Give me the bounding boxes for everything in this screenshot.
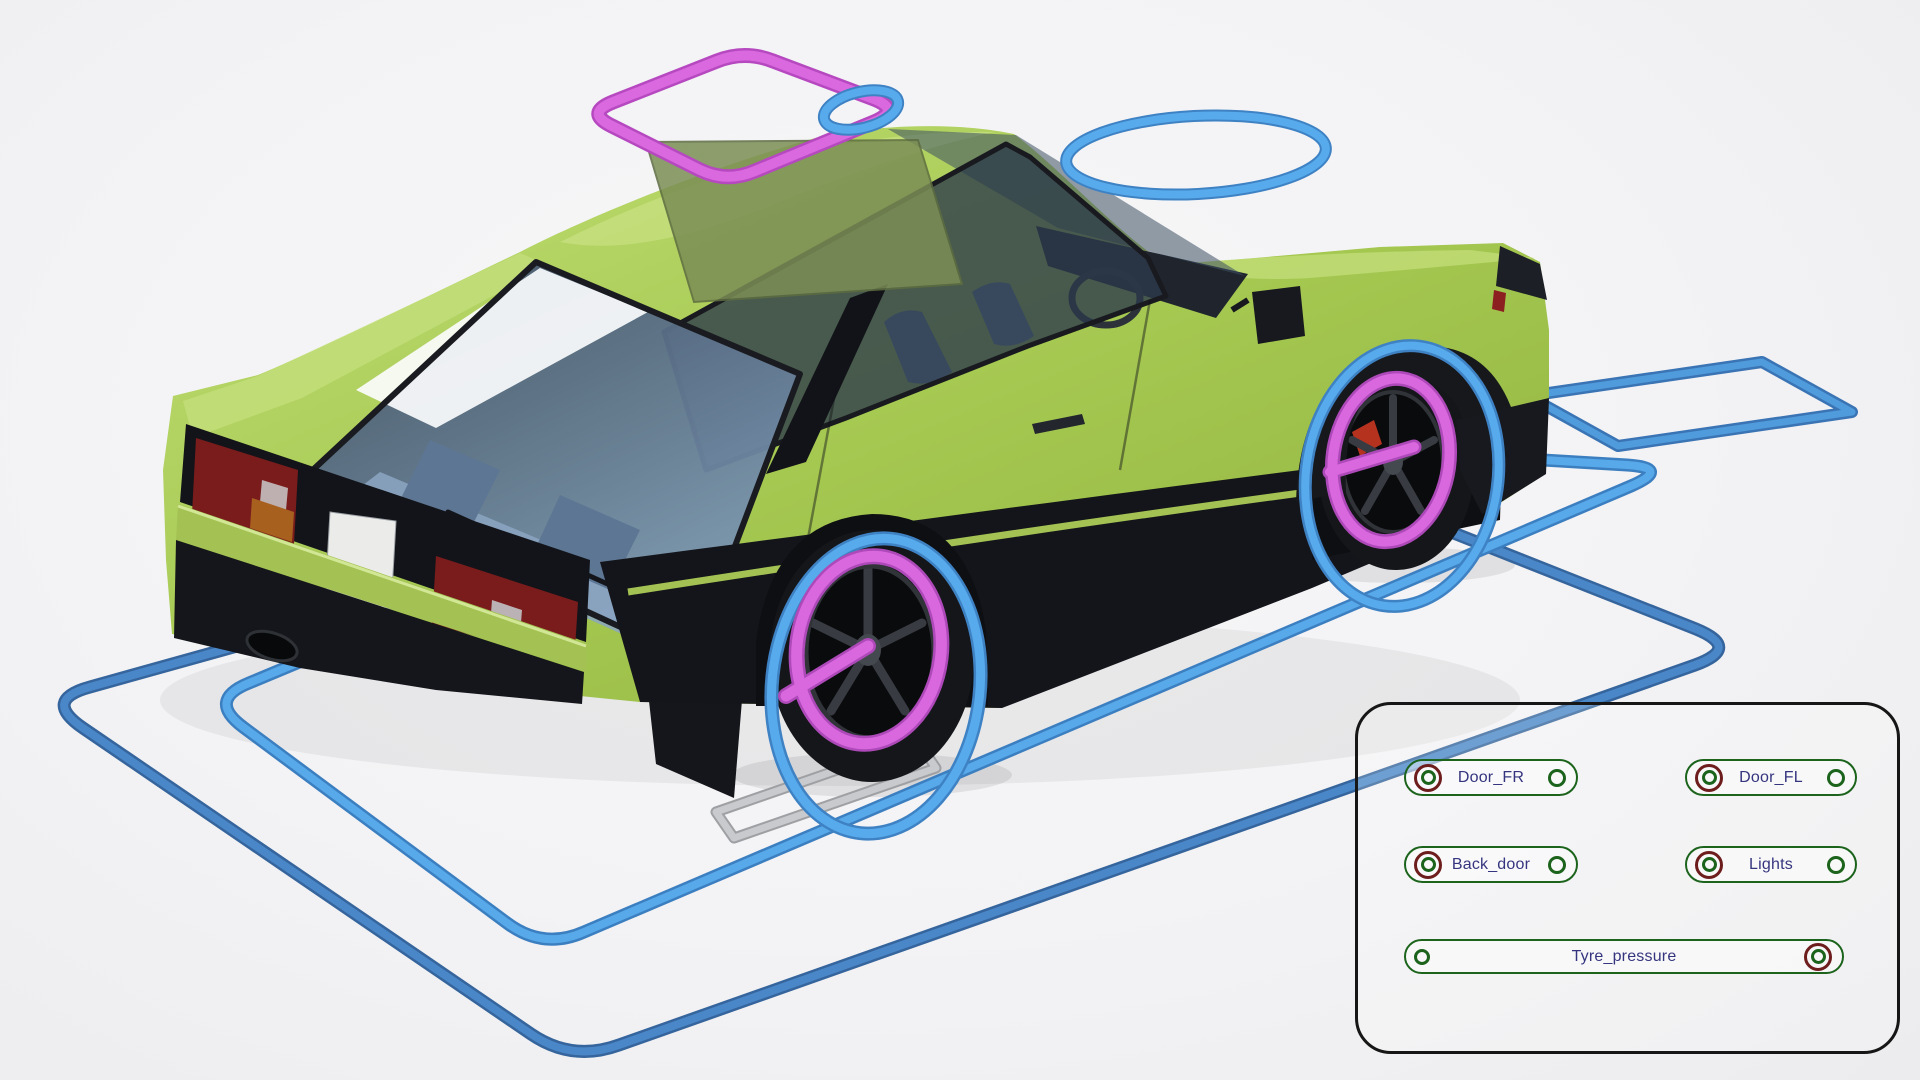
b-pillar xyxy=(766,284,888,474)
lights-indicator-icon xyxy=(1695,850,1723,879)
mud-flap xyxy=(648,692,742,798)
door-fr-toggle-icon[interactable] xyxy=(1548,768,1566,787)
door-handle[interactable] xyxy=(1032,414,1085,434)
lights-button[interactable]: Lights xyxy=(1685,846,1857,883)
door-fr-label: Door_FR xyxy=(1457,768,1525,786)
door-fr-indicator-icon xyxy=(1414,763,1442,792)
side-mirror xyxy=(1252,286,1305,344)
back-door-indicator-icon xyxy=(1414,850,1442,879)
back-door-label: Back_door xyxy=(1451,855,1531,873)
side-panel-outline[interactable] xyxy=(1522,356,1858,452)
door-fl-toggle-icon[interactable] xyxy=(1827,768,1845,787)
door-fl-button[interactable]: Door_FL xyxy=(1685,759,1857,796)
rear-wheel-ring[interactable] xyxy=(757,528,995,844)
tailgate-highlight xyxy=(183,253,549,438)
car-rear-panel xyxy=(174,424,742,798)
back-door-button[interactable]: Back_door xyxy=(1404,846,1578,883)
door-fl-indicator-icon xyxy=(1695,763,1723,792)
back-door-toggle-icon[interactable] xyxy=(1548,855,1566,874)
front-rim-ring[interactable] xyxy=(1322,370,1460,550)
lights-toggle-icon[interactable] xyxy=(1827,855,1845,874)
roof-large-ring[interactable] xyxy=(1060,109,1332,201)
rear-rim-ring[interactable] xyxy=(778,548,952,752)
tyre-pressure-button[interactable]: Tyre_pressure xyxy=(1404,939,1844,974)
front-wheel-ring[interactable] xyxy=(1289,333,1516,619)
lights-label: Lights xyxy=(1749,855,1793,873)
controls-panel: Door_FR Door_FL Back_door Lights Tyre_pr… xyxy=(1355,702,1900,1054)
tyre-pressure-indicator-icon xyxy=(1804,942,1832,971)
headlight xyxy=(1496,246,1547,300)
roof-small-ring[interactable] xyxy=(817,83,905,136)
hood-highlight xyxy=(1175,250,1535,280)
tyre-pressure-label: Tyre_pressure xyxy=(1571,947,1677,965)
exhaust-tip xyxy=(245,629,299,663)
door-fr-button[interactable]: Door_FR xyxy=(1404,759,1578,796)
door-fl-label: Door_FL xyxy=(1739,768,1803,786)
tyre-pressure-toggle-icon[interactable] xyxy=(1414,948,1430,965)
